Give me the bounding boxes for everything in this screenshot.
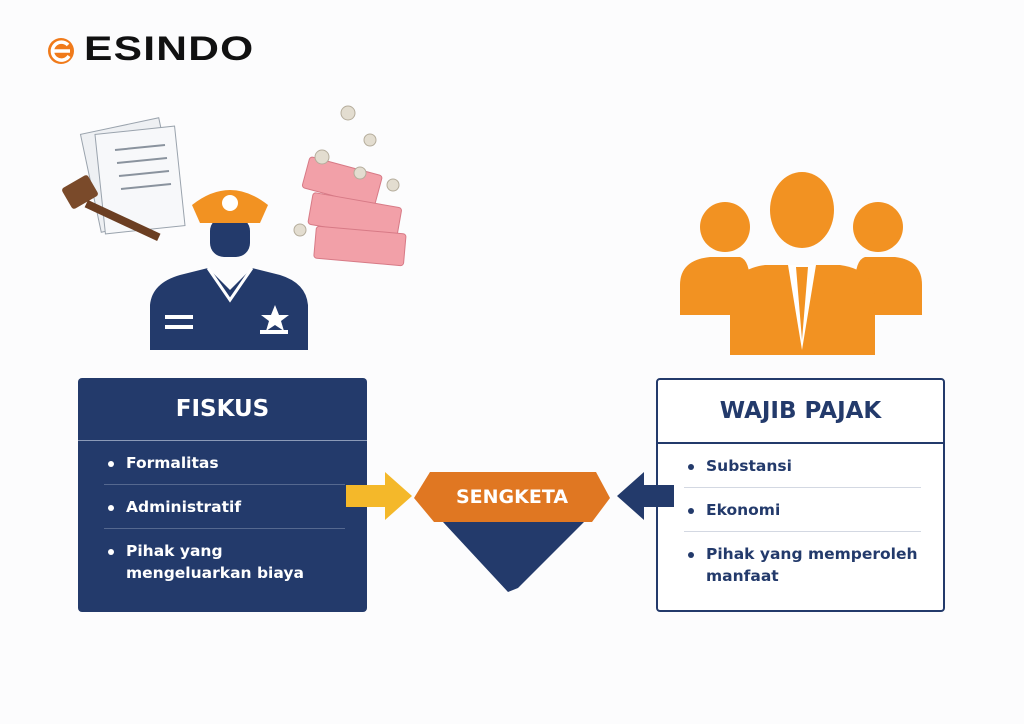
- wajib-pajak-list: Substansi Ekonomi Pihak yang memperoleh …: [658, 444, 943, 597]
- arrow-left-icon: [617, 472, 674, 520]
- arrow-right-icon: [346, 472, 412, 520]
- wajib-pajak-title: WAJIB PAJAK: [658, 380, 943, 444]
- list-item: Formalitas: [104, 441, 345, 485]
- esindo-logo: ESINDO: [44, 30, 253, 69]
- sengketa-label: SENGKETA: [455, 486, 569, 508]
- fiskus-title: FISKUS: [78, 378, 367, 441]
- document-icon: [79, 117, 186, 235]
- fiskus-list: Formalitas Administratif Pihak yang meng…: [78, 441, 367, 594]
- money-icon: [293, 105, 407, 267]
- taxpayers-people-icon: [680, 172, 922, 355]
- list-item: Pihak yang mengeluarkan biaya: [104, 529, 345, 594]
- diamond-bottom: [443, 522, 584, 592]
- wajib-pajak-box: WAJIB PAJAK Substansi Ekonomi Pihak yang…: [656, 378, 945, 612]
- fiskus-box: FISKUS Formalitas Administratif Pihak ya…: [78, 378, 367, 612]
- fiskus-illustration: [62, 105, 407, 350]
- officer-icon: [150, 190, 308, 350]
- list-item: Administratif: [104, 485, 345, 529]
- esindo-e-icon: [48, 37, 74, 64]
- sengketa-diagram: [346, 472, 674, 592]
- list-item: Ekonomi: [684, 488, 921, 532]
- gavel-icon: [62, 175, 161, 242]
- list-item: Pihak yang memperoleh manfaat: [684, 532, 921, 597]
- list-item: Substansi: [684, 444, 921, 488]
- logo-text: ESINDO: [84, 30, 255, 68]
- diamond-top: [414, 472, 610, 522]
